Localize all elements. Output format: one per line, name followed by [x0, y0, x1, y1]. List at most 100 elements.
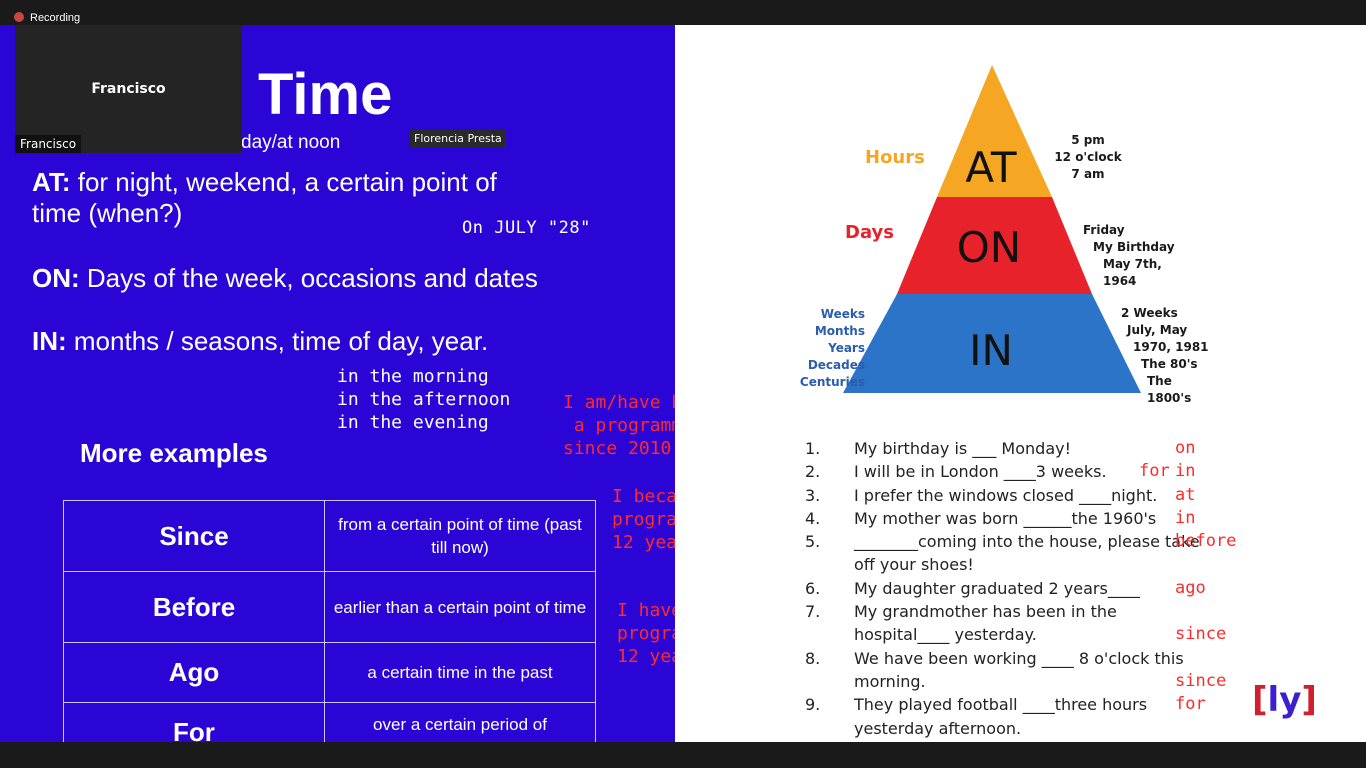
in-right-label: The 1800's: [1147, 374, 1192, 405]
exercise-number: 2.: [805, 462, 821, 482]
recording-label: Recording: [30, 12, 81, 24]
exercise-number: 6.: [805, 578, 821, 598]
bottom-bar: [0, 742, 1366, 768]
at-right-label: 5 pm: [1071, 133, 1105, 147]
prepositions-pyramid: AT ON IN: [843, 65, 1141, 393]
in-right-label: July, May: [1127, 323, 1188, 337]
exercise-number: 7.: [805, 602, 821, 622]
at-rule-cont: time (when?): [32, 198, 183, 228]
table-value: from a certain point of time (past till …: [324, 500, 596, 572]
exercise-number: 8.: [805, 648, 821, 668]
slide-title: Time: [258, 62, 393, 127]
at-right-labels: 5 pm 12 o'clock 7 am: [1043, 132, 1133, 183]
pyramid-in-segment: [843, 294, 1141, 393]
exercise-text: morning.: [854, 671, 926, 691]
in-left-label: Weeks: [820, 307, 865, 321]
day-note: in the afternoon: [337, 389, 511, 410]
exercise-text: They played football ____three hours: [854, 695, 1148, 715]
day-notes: in the morning in the afternoon in the e…: [337, 365, 510, 434]
in-left-label: Decades: [807, 358, 865, 372]
in-text: months / seasons, time of day, year.: [66, 326, 489, 356]
in-left-labels: Weeks Months Years Decades Centuries: [780, 306, 865, 391]
exercise-text: We have been working ____ 8 o'clock this: [854, 648, 1184, 668]
exercise-answer: in: [1175, 507, 1196, 528]
pyramid-on-label: ON: [957, 223, 1021, 272]
exercise-text: I prefer the windows closed ____night.: [854, 485, 1158, 505]
exercise-answer: since: [1175, 670, 1227, 691]
hours-label: Hours: [865, 147, 925, 168]
in-left-label: Years: [828, 341, 865, 355]
exercise-text: My mother was born ______the 1960's: [854, 508, 1157, 528]
on-right-label: May 7th, 1964: [1103, 257, 1162, 288]
on-rule: ON: Days of the week, occasions and date…: [32, 263, 538, 294]
at-label: AT:: [32, 167, 71, 197]
brand-logo: [ly]: [1252, 680, 1317, 720]
in-left-label: Centuries: [799, 375, 865, 389]
table-value: a certain time in the past: [324, 642, 596, 703]
participant-name: Francisco: [91, 81, 166, 97]
pyramid-in-label: IN: [969, 326, 1013, 375]
exercise-text: My grandmother has been in the: [854, 602, 1117, 622]
noon-text: day/at noon: [241, 132, 341, 153]
more-examples-heading: More examples: [80, 438, 268, 468]
table-key: For: [63, 702, 325, 742]
days-label: Days: [845, 222, 894, 243]
record-icon: [14, 12, 24, 22]
slide-left-panel: Time day/at noon AT: for night, weekend,…: [0, 25, 675, 742]
in-left-label: Months: [814, 324, 865, 338]
pyramid-on-segment: [897, 197, 1092, 294]
at-right-label: 12 o'clock: [1054, 150, 1122, 164]
exercise-text: ________coming into the house, please ta…: [854, 532, 1200, 552]
on-right-label: Friday: [1083, 223, 1125, 237]
exercise-answer: at: [1175, 484, 1196, 505]
exercise-answer: before: [1175, 531, 1237, 552]
table-value: earlier than a certain point of time: [324, 571, 596, 643]
exercise-number: 5.: [805, 532, 821, 552]
annotation-note: I have been a programmer for 12 years: [617, 600, 675, 667]
at-rule: AT: for night, weekend, a certain point …: [32, 167, 497, 198]
in-right-label: The 80's: [1141, 357, 1198, 371]
exercise-text: My birthday is ___ Monday!: [854, 439, 1071, 458]
table-key: Ago: [63, 642, 325, 703]
exercise-number: 9.: [805, 695, 821, 715]
exercise-text: I will be in London ____3 weeks.: [854, 462, 1107, 482]
on-label: ON:: [32, 263, 80, 293]
pyramid-at-label: AT: [965, 143, 1016, 192]
exercise-text: hospital____ yesterday.: [854, 625, 1037, 645]
exercise-number: 3.: [805, 485, 821, 505]
slide-right-panel: AT ON IN Hours Days Weeks Months Years D…: [675, 25, 1366, 742]
on-text: Days of the week, occasions and dates: [79, 263, 538, 293]
in-rule: IN: months / seasons, time of day, year.: [32, 326, 488, 357]
table-value: over a certain period of: [324, 702, 596, 742]
annotation-note: I am/have been a programmer since 2010: [563, 392, 675, 459]
at-right-label: 7 am: [1071, 167, 1105, 181]
exercise-answer: in: [1175, 461, 1196, 482]
in-label: IN:: [32, 326, 67, 356]
annotation-note: I became a programmer 12 years ago: [612, 486, 675, 553]
presenter-tag: Florencia Presta: [410, 129, 506, 148]
in-right-labels: 2 Weeks July, May 1970, 1981 The 80's Th…: [1121, 305, 1211, 407]
exercise-number: 4.: [805, 508, 821, 528]
in-right-label: 2 Weeks: [1121, 306, 1178, 320]
recording-indicator: Recording: [14, 12, 80, 24]
exercise-answer: on: [1175, 438, 1196, 458]
exercise-extra-answer: for: [1139, 461, 1170, 482]
exercise-text: yesterday afternoon.: [854, 718, 1022, 738]
on-right-label: My Birthday: [1093, 240, 1175, 254]
exercise-answer: for: [1175, 694, 1206, 715]
exercise-answer: since: [1175, 624, 1227, 645]
exercise-number: 1.: [805, 439, 821, 458]
exercise-text: My daughter graduated 2 years____: [854, 578, 1140, 598]
at-text: for night, weekend, a certain point of: [70, 167, 497, 197]
on-right-labels: Friday My Birthday May 7th, 1964: [1083, 222, 1188, 290]
participant-video-tile[interactable]: Francisco Francisco: [15, 25, 242, 153]
top-bar: Recording: [0, 0, 1366, 25]
in-right-label: 1970, 1981: [1133, 340, 1209, 354]
logo-text: ly: [1267, 680, 1302, 720]
participant-tag: Francisco: [15, 135, 82, 153]
